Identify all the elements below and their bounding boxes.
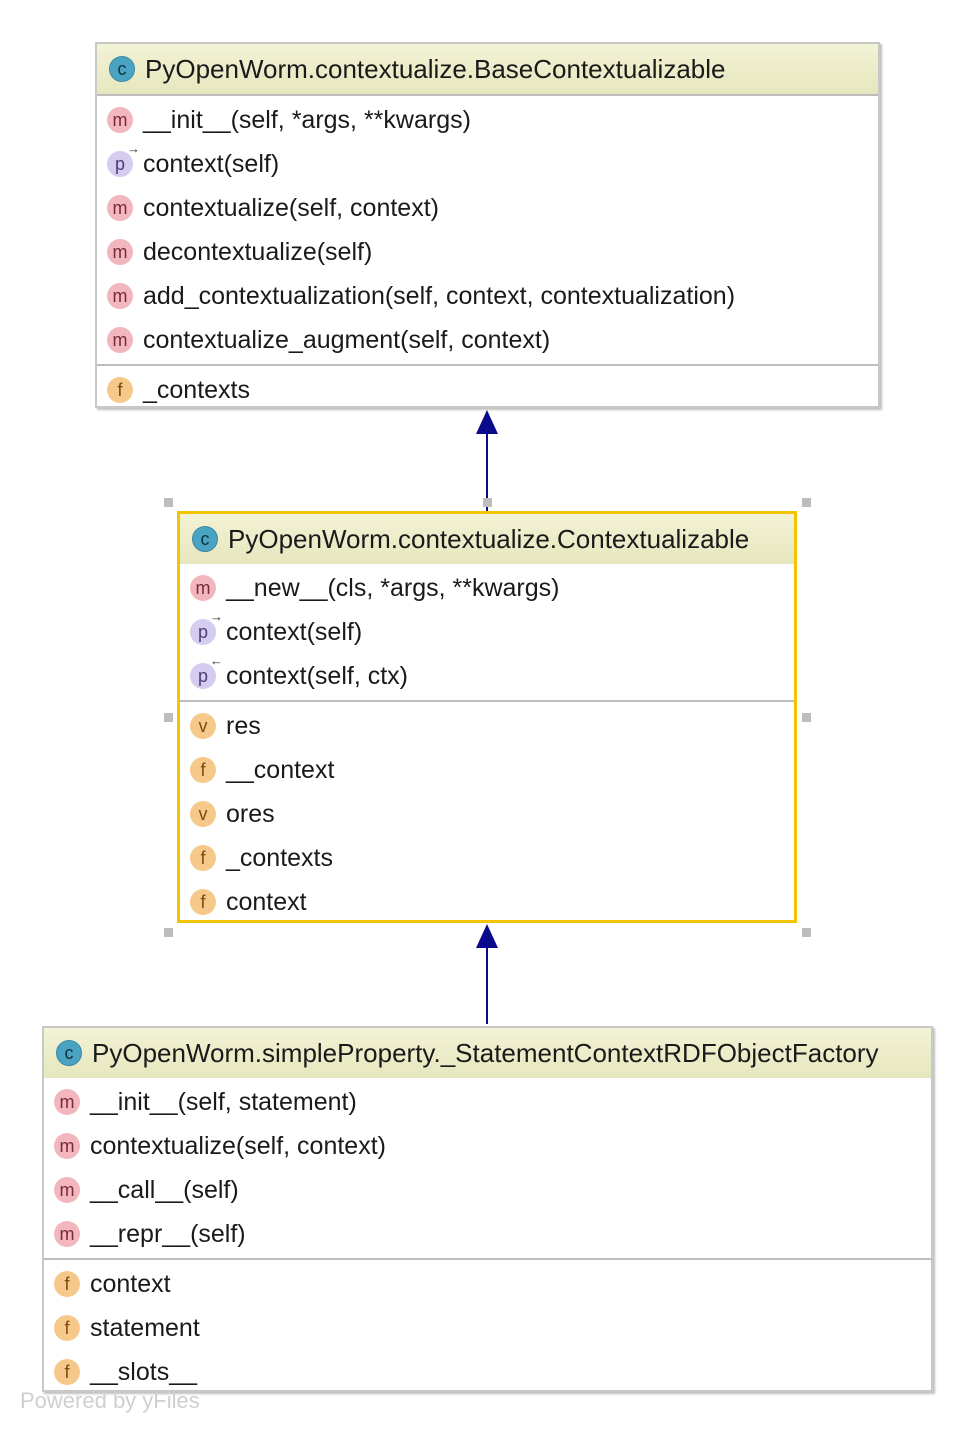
member-label: contextualize_augment(self, context) — [143, 325, 551, 354]
methods-section: m __init__(self, statement) m contextualize… — [44, 1078, 931, 1258]
member-label: context — [90, 1269, 171, 1298]
method-icon: m — [54, 1089, 80, 1115]
selection-handle-top-center[interactable] — [483, 498, 492, 507]
selection-handle-middle-left[interactable] — [164, 713, 173, 722]
member-label: context(self) — [226, 617, 363, 646]
member-label: context — [226, 887, 307, 916]
member-row[interactable]: p→context(self) — [97, 142, 878, 186]
selection-handle-middle-right[interactable] — [802, 713, 811, 722]
member-row[interactable]: p→context(self) — [180, 610, 794, 654]
member-label: __repr__(self) — [90, 1219, 246, 1248]
member-row[interactable]: m __repr__(self) — [44, 1212, 931, 1256]
method-icon: m — [54, 1221, 80, 1247]
member-row[interactable]: m __init__(self, statement) — [44, 1080, 931, 1124]
member-label: contextualize(self, context) — [90, 1131, 386, 1160]
class-icon: c — [109, 56, 135, 82]
field-icon: f — [190, 889, 216, 915]
selection-handle-top-left[interactable] — [164, 498, 173, 507]
member-row[interactable]: m contextualize_augment(self, context) — [97, 318, 878, 362]
method-icon: m — [107, 283, 133, 309]
member-label: __init__(self, statement) — [90, 1087, 357, 1116]
member-row[interactable]: m __new__(cls, *args, **kwargs) — [180, 566, 794, 610]
accessor-arrow-icon: → — [210, 609, 223, 624]
field-icon: f — [107, 377, 133, 403]
fields-section: f _contexts — [97, 364, 878, 414]
watermark-footer: Powered by yFiles — [20, 1388, 200, 1413]
property-icon: p← — [190, 654, 223, 689]
arrowhead-base — [476, 410, 498, 434]
member-label: add_contextualization(self, context, con… — [143, 281, 736, 310]
member-row[interactable]: f _contexts — [180, 836, 794, 880]
member-label: context(self) — [143, 149, 280, 178]
member-row[interactable]: m __call__(self) — [44, 1168, 931, 1212]
member-label: __call__(self) — [90, 1175, 239, 1204]
member-label: statement — [90, 1313, 200, 1342]
member-row[interactable]: m __init__(self, *args, **kwargs) — [97, 98, 878, 142]
property-icon: p→ — [107, 142, 140, 177]
field-icon: f — [54, 1271, 80, 1297]
methods-section: m__new__(cls, *args, **kwargs)p→context(… — [180, 564, 794, 700]
member-label: context(self, ctx) — [226, 661, 408, 690]
member-row[interactable]: m contextualize(self, context) — [44, 1124, 931, 1168]
member-label: decontextualize(self) — [143, 237, 373, 266]
variable-icon: v — [190, 801, 216, 827]
member-row[interactable]: m contextualize(self, context) — [97, 186, 878, 230]
member-label: _contexts — [226, 843, 334, 872]
class-box-statement-context-rdf-object-factory[interactable]: c PyOpenWorm.simpleProperty._StatementCo… — [42, 1026, 933, 1392]
selection-handle-bottom-left[interactable] — [164, 928, 173, 937]
method-icon: m — [107, 195, 133, 221]
variable-icon: v — [190, 713, 216, 739]
method-icon: m — [190, 575, 216, 601]
selection-handle-top-right[interactable] — [802, 498, 811, 507]
class-icon: c — [192, 526, 218, 552]
methods-section: m__init__(self, *args, **kwargs)p→contex… — [97, 94, 878, 364]
accessor-arrow-icon: → — [127, 141, 140, 156]
class-box-base-contextualizable[interactable]: c PyOpenWorm.contextualize.BaseContextua… — [95, 42, 880, 408]
field-icon: f — [190, 757, 216, 783]
member-label: __slots__ — [90, 1357, 198, 1386]
method-icon: m — [54, 1133, 80, 1159]
method-icon: m — [107, 327, 133, 353]
field-icon: f — [54, 1315, 80, 1341]
member-row[interactable]: f context — [180, 880, 794, 924]
class-header[interactable]: c PyOpenWorm.simpleProperty._StatementCo… — [44, 1028, 931, 1078]
member-row[interactable]: f _contexts — [97, 368, 878, 412]
accessor-arrow-icon: ← — [210, 653, 223, 668]
class-box-contextualizable[interactable]: c PyOpenWorm.contextualize.Contextualiza… — [177, 511, 797, 923]
member-row[interactable]: f context — [44, 1262, 931, 1306]
member-row[interactable]: f __slots__ — [44, 1350, 931, 1394]
member-label: __init__(self, *args, **kwargs) — [143, 105, 471, 134]
member-row[interactable]: m decontextualize(self) — [97, 230, 878, 274]
class-name: PyOpenWorm.contextualize.Contextualizabl… — [228, 523, 750, 554]
arrowhead-contextualizable — [476, 924, 498, 948]
method-icon: m — [107, 239, 133, 265]
member-label: ores — [226, 799, 275, 828]
class-name: PyOpenWorm.contextualize.BaseContextuali… — [145, 53, 726, 84]
member-label: __context — [226, 755, 335, 784]
member-label: _contexts — [143, 375, 251, 404]
fields-section: f context f statement f __slots__ — [44, 1258, 931, 1396]
class-header[interactable]: c PyOpenWorm.contextualize.BaseContextua… — [97, 44, 878, 94]
selection-handle-bottom-right[interactable] — [802, 928, 811, 937]
class-header[interactable]: c PyOpenWorm.contextualize.Contextualiza… — [180, 514, 794, 564]
property-icon: p→ — [190, 610, 223, 645]
field-icon: f — [190, 845, 216, 871]
member-row[interactable]: f __context — [180, 748, 794, 792]
method-icon: m — [54, 1177, 80, 1203]
member-row[interactable]: f statement — [44, 1306, 931, 1350]
class-name: PyOpenWorm.simpleProperty._StatementCont… — [92, 1037, 879, 1068]
field-icon: f — [54, 1359, 80, 1385]
method-icon: m — [107, 107, 133, 133]
member-label: contextualize(self, context) — [143, 193, 439, 222]
member-label: __new__(cls, *args, **kwargs) — [226, 573, 560, 602]
class-icon: c — [56, 1040, 82, 1066]
member-label: res — [226, 711, 261, 740]
member-row[interactable]: m add_contextualization(self, context, co… — [97, 274, 878, 318]
member-row[interactable]: p←context(self, ctx) — [180, 654, 794, 698]
